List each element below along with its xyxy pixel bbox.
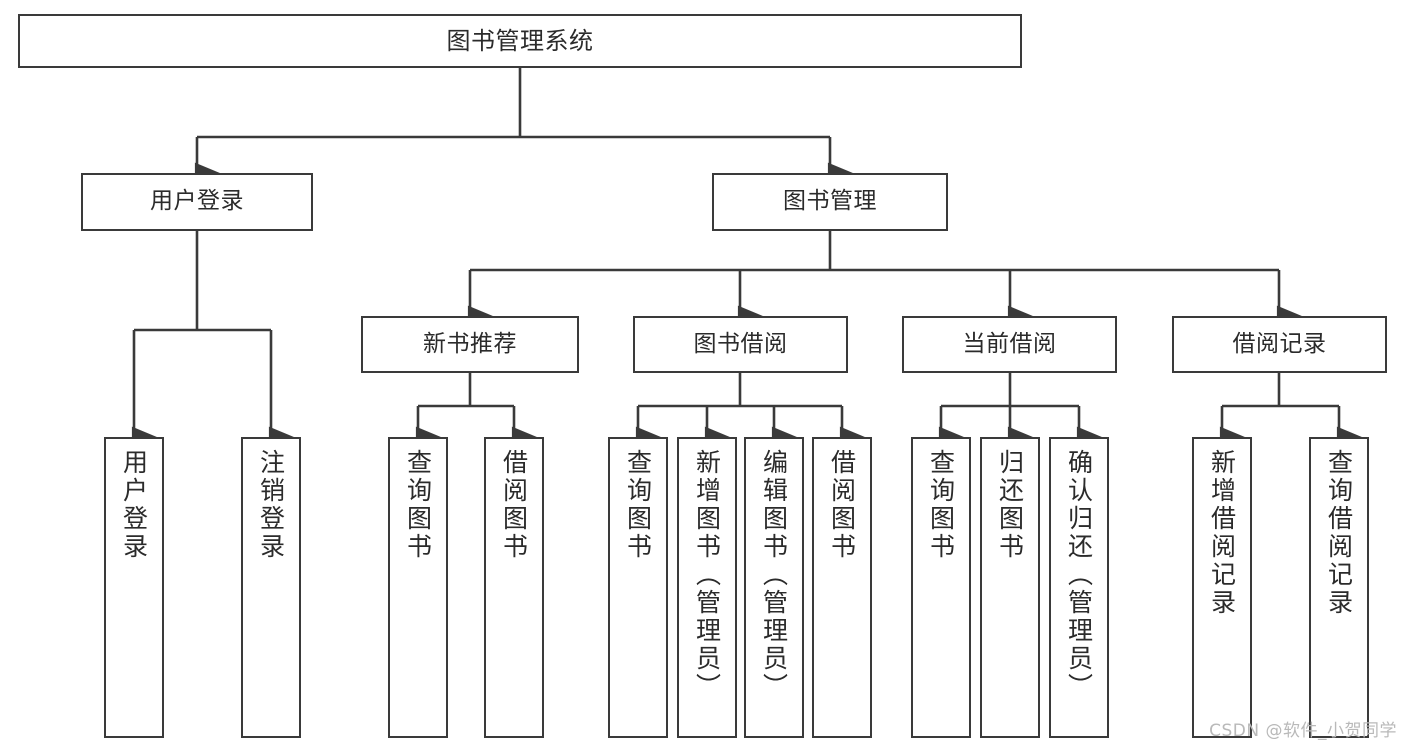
node-label: 借阅记录: [1232, 330, 1327, 357]
node-label: 用户登录: [119, 449, 149, 561]
node-label: 新书推荐: [423, 330, 517, 357]
leaf-user-login-logout[interactable]: 注销登录: [241, 437, 301, 738]
node-book-borrow[interactable]: 图书借阅: [633, 316, 848, 373]
node-label: 查询借阅记录: [1324, 449, 1354, 617]
node-label: 图书借阅: [693, 330, 788, 357]
node-book-management[interactable]: 图书管理: [712, 173, 948, 231]
node-label: 图书管理系统: [446, 26, 594, 55]
leaf-current-return-book[interactable]: 归还图书: [980, 437, 1040, 738]
node-label: 查询图书: [926, 449, 956, 561]
node-label: 当前借阅: [962, 330, 1057, 357]
leaf-user-login-login[interactable]: 用户登录: [104, 437, 164, 738]
leaf-current-query-book[interactable]: 查询图书: [911, 437, 971, 738]
watermark-text: CSDN @软件_小贺同学: [1209, 721, 1397, 741]
node-label: 借阅图书: [499, 449, 529, 561]
node-label: 查询图书: [623, 449, 653, 561]
node-user-login[interactable]: 用户登录: [81, 173, 313, 231]
leaf-recommend-borrow-book[interactable]: 借阅图书: [484, 437, 544, 738]
node-label: 查询图书: [403, 449, 433, 561]
node-borrow-record[interactable]: 借阅记录: [1172, 316, 1387, 373]
leaf-record-query-record[interactable]: 查询借阅记录: [1309, 437, 1369, 738]
leaf-borrow-query-book[interactable]: 查询图书: [608, 437, 668, 738]
node-root-system[interactable]: 图书管理系统: [18, 14, 1022, 68]
leaf-borrow-borrow-book[interactable]: 借阅图书: [812, 437, 872, 738]
node-label: 用户登录: [150, 188, 244, 215]
leaf-borrow-edit-book-admin[interactable]: 编辑图书（管理员）: [744, 437, 804, 738]
node-new-book-recommend[interactable]: 新书推荐: [361, 316, 579, 373]
leaf-current-confirm-return-admin[interactable]: 确认归还（管理员）: [1049, 437, 1109, 738]
leaf-record-add-record[interactable]: 新增借阅记录: [1192, 437, 1252, 738]
node-label: 注销登录: [256, 449, 286, 561]
node-label: 新增借阅记录: [1207, 449, 1237, 617]
node-label: 借阅图书: [827, 449, 857, 561]
node-label: 确认归还（管理员）: [1064, 449, 1094, 701]
node-label: 归还图书: [995, 449, 1025, 561]
node-label: 编辑图书（管理员）: [759, 449, 789, 701]
node-current-borrow[interactable]: 当前借阅: [902, 316, 1117, 373]
node-label: 新增图书（管理员）: [692, 449, 722, 701]
node-label: 图书管理: [783, 188, 877, 215]
leaf-recommend-query-book[interactable]: 查询图书: [388, 437, 448, 738]
leaf-borrow-add-book-admin[interactable]: 新增图书（管理员）: [677, 437, 737, 738]
